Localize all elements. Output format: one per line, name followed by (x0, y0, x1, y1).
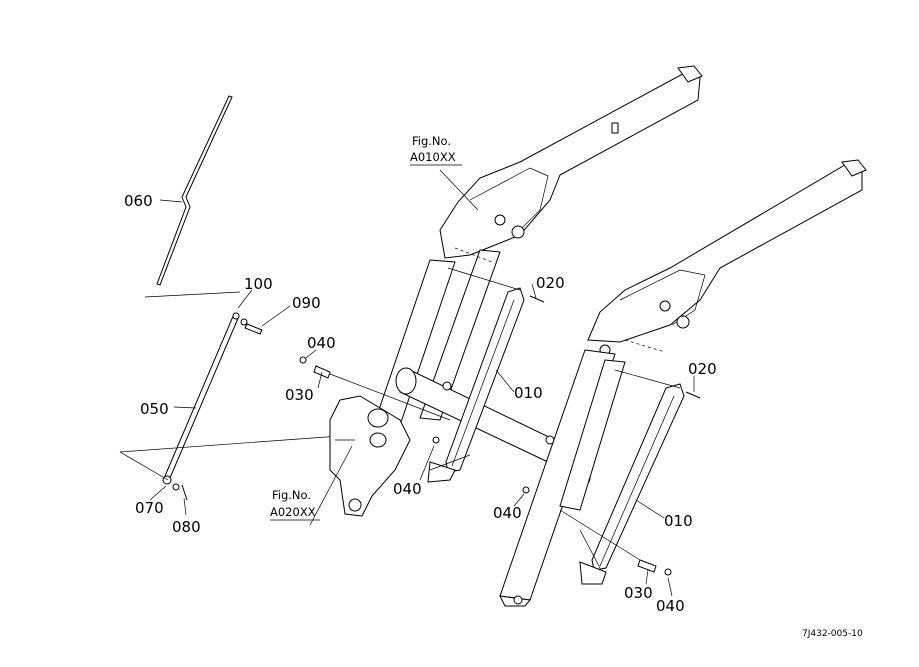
label-030-upper: 030 (285, 386, 314, 404)
rod-060 (144, 95, 241, 298)
label-010-lower: 010 (664, 512, 693, 530)
lower-loader-arm (499, 159, 867, 607)
label-040-lower-right: 040 (656, 597, 685, 615)
rod-guide-lines (119, 435, 341, 481)
cylinder-010-upper (427, 287, 525, 483)
drawing-code: 7J432-005-10 (802, 629, 863, 639)
label-090: 090 (292, 294, 321, 312)
pin-070-080 (172, 483, 188, 501)
pin-030-upper (299, 356, 331, 379)
label-010-upper: 010 (514, 384, 543, 402)
label-030-lower: 030 (624, 584, 653, 602)
label-020-lower: 020 (688, 360, 717, 378)
label-070: 070 (135, 499, 164, 517)
cylinder-010-lower (579, 383, 685, 585)
bolt-020-upper (529, 295, 545, 303)
clip-040 (432, 436, 530, 494)
bolt-020-lower (685, 391, 701, 399)
fig-ref-lower-title: Fig.No. (272, 488, 311, 502)
label-040-lower-left: 040 (493, 504, 522, 522)
label-100: 100 (244, 275, 273, 293)
upper-loader-arm (369, 65, 703, 441)
label-020-upper: 020 (536, 274, 565, 292)
label-050: 050 (140, 400, 169, 418)
label-040-upper: 040 (307, 334, 336, 352)
label-040-middle: 040 (393, 480, 422, 498)
label-060: 060 (124, 192, 153, 210)
label-080: 080 (172, 518, 201, 536)
assembly-lines (329, 247, 681, 569)
leader-lines (149, 169, 695, 597)
mounting-bracket (329, 395, 411, 517)
pin-030-lower (637, 559, 672, 576)
fig-ref-upper-title: Fig.No. (412, 134, 451, 148)
fig-ref-lower-code: A020XX (270, 505, 316, 519)
rod-050 (162, 312, 240, 485)
pin-090 (240, 318, 263, 335)
fig-ref-upper-code: A010XX (410, 150, 456, 164)
